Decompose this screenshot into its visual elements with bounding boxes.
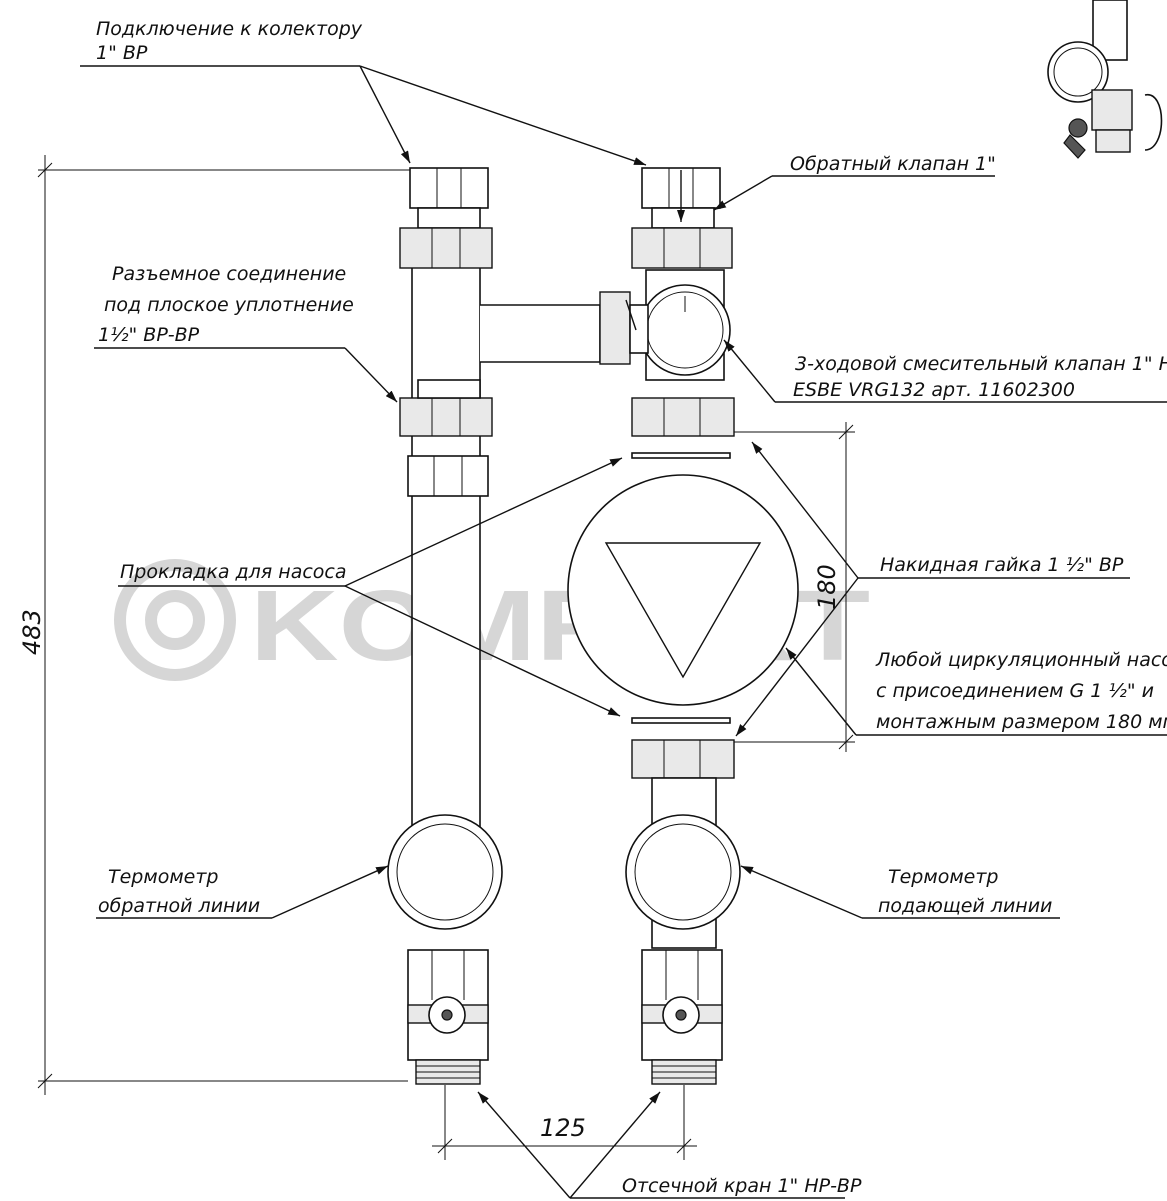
return-thermometer — [387, 814, 503, 930]
return-union-joint-nut — [399, 397, 493, 437]
callout-return-thermometer: Термометр обратной линии — [96, 865, 389, 919]
check-valve-body — [651, 207, 715, 229]
upper-pump-union-nut — [631, 397, 735, 437]
inset-valve-illustration — [1047, 0, 1163, 159]
mixing-valve-side-nut — [599, 291, 631, 365]
return-top-hex-nut — [409, 167, 489, 209]
tee-branch-pipe — [480, 304, 601, 363]
lower-pump-gasket — [631, 717, 731, 724]
collector-connection-line1: Подключение к колектору — [96, 18, 363, 40]
check-valve-label: Обратный клапан 1" — [790, 153, 996, 175]
watermark-logo-core — [145, 590, 205, 650]
callout-union-nut: Накидная гайка 1 ½" ВР — [735, 441, 1130, 737]
lower-pump-union-nut — [631, 739, 735, 779]
callout-collector-connection: Подключение к колектору 1" ВР — [80, 18, 647, 166]
callout-any-pump: Любой циркуляционный насос с присоединен… — [785, 647, 1167, 736]
union-joint-line2: под плоское уплотнение — [104, 294, 354, 316]
union-nut-label: Накидная гайка 1 ½" ВР — [880, 554, 1124, 576]
supply-top-union-nut — [631, 227, 733, 269]
callout-supply-thermometer: Термометр подающей линии — [740, 865, 1060, 919]
dimension-483-label: 483 — [18, 609, 46, 655]
mixing-valve-line1: 3-ходовой смесительный клапан 1" НР — [795, 353, 1167, 375]
return-top-collar — [417, 207, 481, 229]
dimension-total-height: 483 — [18, 155, 410, 1095]
watermark-logo-ring — [114, 559, 236, 681]
supply-thermometer — [625, 814, 741, 930]
upper-pump-gasket — [631, 452, 731, 459]
return-lower-hex — [407, 455, 489, 497]
collector-connection-line2: 1" ВР — [96, 42, 148, 64]
shutoff-valve-label: Отсечной кран 1" НР-ВР — [622, 1175, 862, 1197]
supply-thermometer-line2: подающей линии — [878, 895, 1052, 917]
circulation-pump — [567, 474, 799, 706]
return-top-union-nut — [399, 227, 493, 269]
return-union-collar — [417, 379, 481, 399]
supply-thermometer-line1: Термометр — [888, 866, 998, 888]
dimension-spacing: 125 — [432, 1085, 697, 1160]
callout-check-valve: Обратный клапан 1" — [677, 153, 996, 222]
supply-line — [567, 167, 799, 1085]
union-joint-line3: 1½" ВР-ВР — [98, 324, 200, 346]
callout-mixing-valve: 3-ходовой смесительный клапан 1" НР ESBE… — [625, 299, 1167, 403]
dimension-180-label: 180 — [813, 564, 841, 610]
pump-gasket-label: Прокладка для насоса — [120, 561, 347, 583]
callout-shutoff-valve: Отсечной кран 1" НР-ВР — [477, 1091, 862, 1199]
return-thermometer-line1: Термометр — [108, 866, 218, 888]
any-pump-line2: с присоединением G 1 ½" и — [876, 680, 1154, 702]
pump-direction-triangle — [604, 542, 762, 679]
any-pump-line1: Любой циркуляционный насос — [875, 649, 1167, 671]
callout-union-joint: Разъемное соединение под плоское уплотне… — [94, 263, 398, 403]
return-line — [387, 167, 601, 1085]
dimension-125-label: 125 — [540, 1114, 586, 1142]
return-thermometer-line2: обратной линии — [98, 895, 260, 917]
union-joint-line1: Разъемное соединение — [112, 263, 346, 285]
callout-pump-gasket: Прокладка для насоса — [118, 457, 623, 717]
dimension-pump-mount: 180 — [734, 422, 855, 752]
mixing-valve-line2: ESBE VRG132 арт. 11602300 — [793, 379, 1075, 401]
any-pump-line3: монтажным размером 180 мм — [876, 711, 1167, 733]
